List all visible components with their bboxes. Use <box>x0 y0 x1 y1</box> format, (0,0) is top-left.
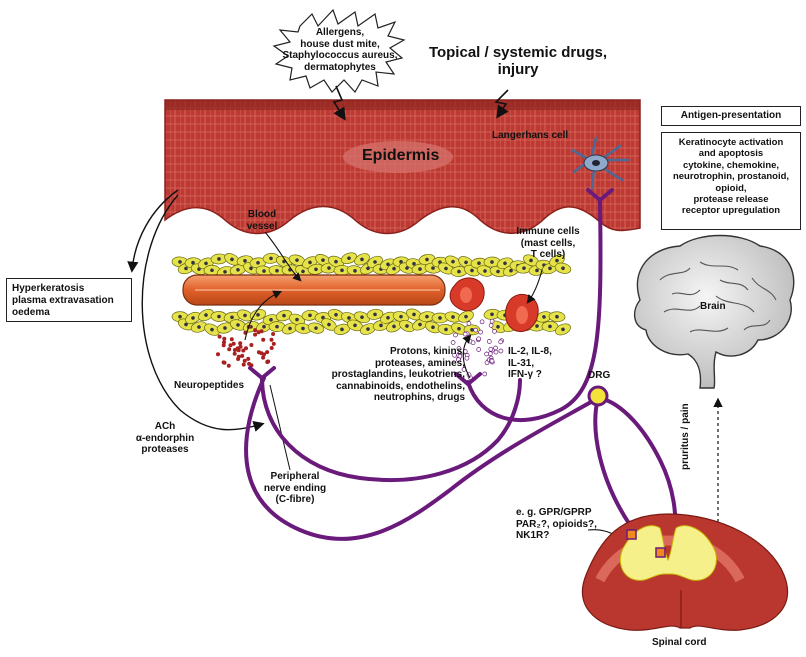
granule-dot <box>223 361 227 365</box>
granule-dot <box>265 360 269 364</box>
blood-vessel-label: Blood vessel <box>232 209 292 232</box>
granule-dot <box>499 340 503 344</box>
granule-dot <box>262 352 266 356</box>
antigen-presentation-box: Antigen-presentation <box>661 106 801 126</box>
granule-dot <box>244 346 248 350</box>
brain-label: Brain <box>700 301 726 313</box>
receptor-marker-2 <box>656 548 665 557</box>
granule-dot <box>233 352 237 356</box>
hyperkeratosis-box: Hyperkeratosis plasma extravasation oede… <box>6 278 132 322</box>
pruritus-label: pruritus / pain <box>680 370 692 470</box>
mast-cell-icon <box>450 278 484 311</box>
granule-dot <box>494 346 498 350</box>
interleukins-label: IL-2, IL-8, IL-31, IFN-γ ? <box>508 346 552 381</box>
langerhans-label: Langerhans cell <box>492 130 568 142</box>
keratinocyte-box: Keratinocyte activation and apoptosis cy… <box>661 132 801 230</box>
granule-dot <box>479 330 483 334</box>
granule-dot <box>242 363 246 367</box>
granule-dot <box>240 354 244 358</box>
granule-dot <box>493 329 497 333</box>
granule-dot <box>454 333 458 337</box>
granule-dot <box>477 337 481 341</box>
nerve-ending-label: Peripheral nerve ending (C-fibre) <box>250 471 340 506</box>
granule-dot <box>489 347 493 351</box>
granule-dot <box>222 343 226 347</box>
granule-dot <box>490 359 494 363</box>
dermal-cell <box>549 311 566 322</box>
neuropeptides-label: Neuropeptides <box>174 380 244 392</box>
drugs-label: Topical / systemic drugs, injury <box>418 44 618 79</box>
granule-dot <box>494 350 498 354</box>
granule-dot <box>253 333 257 337</box>
stratum-corneum <box>165 100 640 110</box>
granule-dot <box>272 342 276 346</box>
nerve-ending-fork-1 <box>250 368 274 378</box>
receptors-label: e. g. GPR/GPRP PAR₂?, opioids?, NK1R? <box>516 507 606 542</box>
granule-dot <box>474 328 478 332</box>
granule-dot <box>227 347 231 351</box>
granule-dot <box>222 337 226 341</box>
spinal-cord-label: Spinal cord <box>652 637 706 649</box>
mediators-label: Protons, kinins, proteases, amines, pros… <box>325 346 465 404</box>
granule-dot <box>257 350 261 354</box>
granule-dot <box>236 346 240 350</box>
receptor-marker-1 <box>627 530 636 539</box>
granule-dot <box>232 342 236 346</box>
granule-dot <box>499 349 503 353</box>
granule-dot <box>270 338 274 342</box>
granule-dot <box>483 372 487 376</box>
granule-dot <box>463 332 467 336</box>
granule-dot <box>243 359 247 363</box>
granule-dot <box>465 356 469 360</box>
granule-dot <box>218 335 222 339</box>
granule-dot <box>271 332 275 336</box>
ach-label: ACh α-endorphin proteases <box>120 421 210 456</box>
granule-dot <box>489 323 493 327</box>
granule-dot <box>261 338 265 342</box>
granule-dot <box>270 346 274 350</box>
granule-dot <box>468 339 472 343</box>
granule-dot <box>485 352 489 356</box>
granule-dot <box>247 362 251 366</box>
granule-dot <box>487 340 491 344</box>
granule-dot <box>480 320 484 324</box>
granule-dot <box>230 337 234 341</box>
granule-dot <box>451 341 455 345</box>
drg-label: DRG <box>588 370 610 382</box>
granule-dot <box>467 322 471 326</box>
granule-dot <box>257 330 261 334</box>
immune-cells-label: Immune cells (mast cells, T cells) <box>508 226 588 261</box>
granule-dot <box>216 352 220 356</box>
granule-dot <box>246 357 250 361</box>
granule-dot <box>253 328 257 332</box>
epidermis-label: Epidermis <box>362 147 439 165</box>
granule-dot <box>249 343 253 347</box>
granule-dot <box>227 364 231 368</box>
granule-dot <box>477 348 481 352</box>
granule-dot <box>490 319 494 323</box>
spinal-cord-section <box>583 514 788 630</box>
allergens-label: Allergens, house dust mite, Staphylococc… <box>270 27 410 73</box>
granule-dot <box>238 341 242 345</box>
drg-ganglion <box>589 387 607 405</box>
granule-dot <box>236 357 240 361</box>
